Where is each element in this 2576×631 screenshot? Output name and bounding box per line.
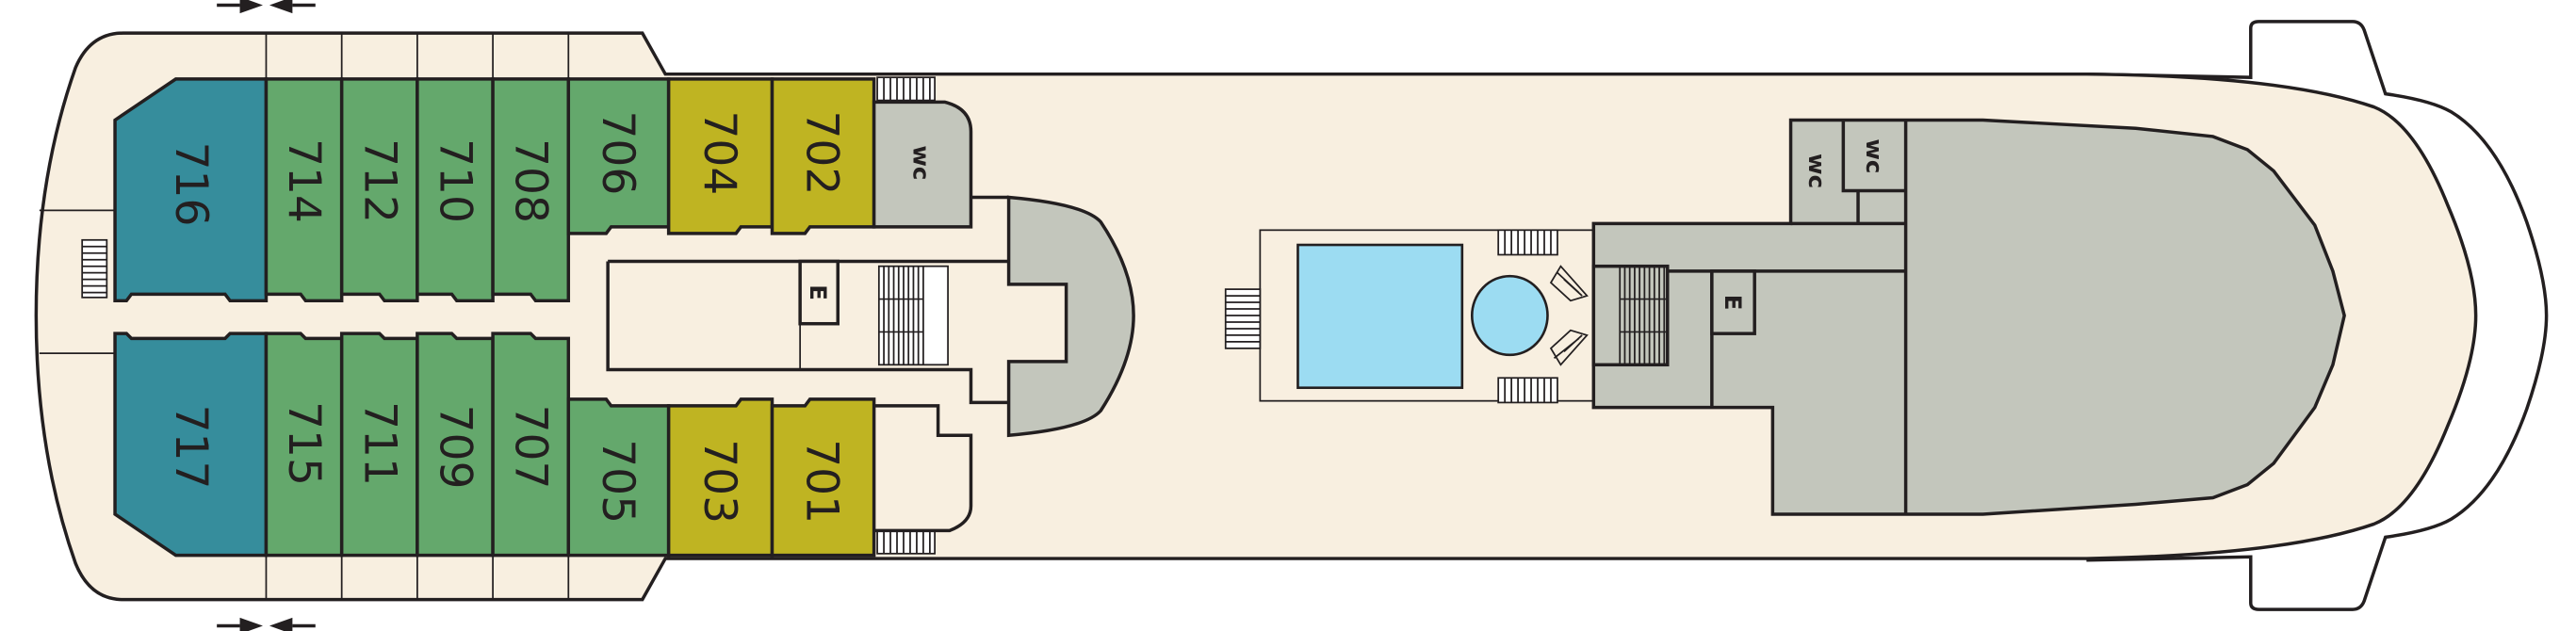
svg-text:704: 704 [693,110,745,195]
svg-text:709: 709 [429,405,481,490]
svg-text:E: E [805,284,832,300]
svg-text:712: 712 [353,138,405,223]
bow-outline [2086,20,2549,611]
svg-text:wc: wc [908,145,936,180]
stairs-port [876,76,936,102]
pool-stairs-port [1497,229,1558,256]
cabin-710[interactable]: 710 [416,77,495,303]
lobby-aft[interactable] [1006,195,1135,438]
cabin-716[interactable]: 716 [113,77,269,303]
svg-text:703: 703 [693,439,745,524]
stern-deck-lines [39,33,570,600]
stern-stairs [81,238,108,299]
svg-text:701: 701 [795,439,847,524]
entrance-arrows-bottom [217,617,316,631]
wc-fwd-1[interactable]: wc [1791,121,1844,224]
svg-text:716: 716 [165,142,217,227]
cabin-708[interactable]: 708 [491,77,571,303]
forward-lounge[interactable] [1591,118,2346,516]
cabin-704[interactable]: 704 [666,77,774,235]
svg-text:702: 702 [795,110,847,195]
cabin-714[interactable]: 714 [264,77,344,303]
svg-text:707: 707 [505,405,557,490]
pool-stairs-starboard [1497,377,1558,404]
svg-text:711: 711 [353,401,405,486]
svg-text:717: 717 [165,405,217,490]
svg-text:wc: wc [1803,154,1831,188]
svg-text:706: 706 [592,110,644,195]
svg-text:708: 708 [505,138,557,223]
cabin-706[interactable]: 706 [566,77,671,235]
cabin-709[interactable]: 709 [416,332,495,558]
cabin-703[interactable]: 703 [666,397,774,558]
swimming-pool [1296,243,1464,390]
svg-text:710: 710 [429,138,481,223]
cabin-702[interactable]: 702 [770,77,876,235]
cabin-711[interactable]: 711 [339,332,419,558]
jacuzzi [1470,274,1549,357]
cabin-715[interactable]: 715 [264,332,344,558]
svg-text:714: 714 [278,138,330,223]
pool-stairs-aft [1224,288,1262,349]
cabin-705[interactable]: 705 [566,397,671,558]
curved-steps [1549,265,1589,366]
stairs-starboard [876,529,936,555]
elevator-aft[interactable]: E [798,259,840,326]
svg-text:wc: wc [1861,138,1888,173]
cabin-701[interactable]: 701 [770,397,876,558]
svg-text:715: 715 [278,401,330,486]
wc-aft[interactable]: wc [872,100,973,229]
wc-fwd-2[interactable]: wc [1843,121,1905,191]
svg-text:705: 705 [592,439,644,524]
svg-text:E: E [1720,295,1747,311]
elevator-fwd[interactable]: E [1710,269,1756,335]
cabin-707[interactable]: 707 [491,332,571,558]
entrance-arrows-top [217,0,316,14]
cabin-712[interactable]: 712 [339,77,419,303]
cabin-717[interactable]: 717 [113,332,269,558]
